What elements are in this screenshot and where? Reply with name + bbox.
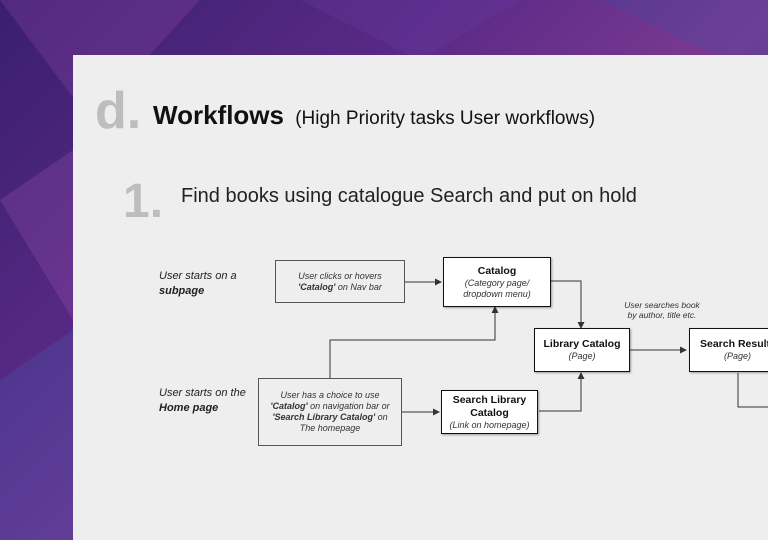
section-letter: d.	[95, 82, 142, 140]
task-heading: Find books using catalogue Search and pu…	[181, 185, 637, 207]
box-search-results: Search Results (Page)	[689, 328, 768, 372]
title-subtitle: (High Priority tasks User workflows)	[295, 108, 596, 129]
box-catalog: Catalog (Category page/ dropdown menu)	[443, 257, 551, 307]
title-bold: Workflows	[153, 100, 284, 130]
box-user-choice: User has a choice to use 'Catalog' on na…	[258, 378, 402, 446]
workflow-connectors	[329, 278, 768, 416]
edge-search-library	[539, 372, 585, 412]
slide: d. Workflows (High Priority tasks User w…	[73, 55, 768, 540]
page-title: Workflows (High Priority tasks User work…	[153, 100, 595, 131]
edge-label-user-searches: User searches book by author, title etc.	[624, 300, 700, 320]
box-user-clicks-catalog: User clicks or hovers 'Catalog' on Nav b…	[275, 260, 405, 303]
box-library-catalog: Library Catalog (Page)	[534, 328, 630, 372]
edge-choice-catalog	[329, 306, 499, 378]
task-number: 1.	[123, 175, 164, 228]
edge-results-down	[737, 373, 768, 408]
box-search-library-catalog: Search Library Catalog (Link on homepage…	[441, 390, 538, 434]
